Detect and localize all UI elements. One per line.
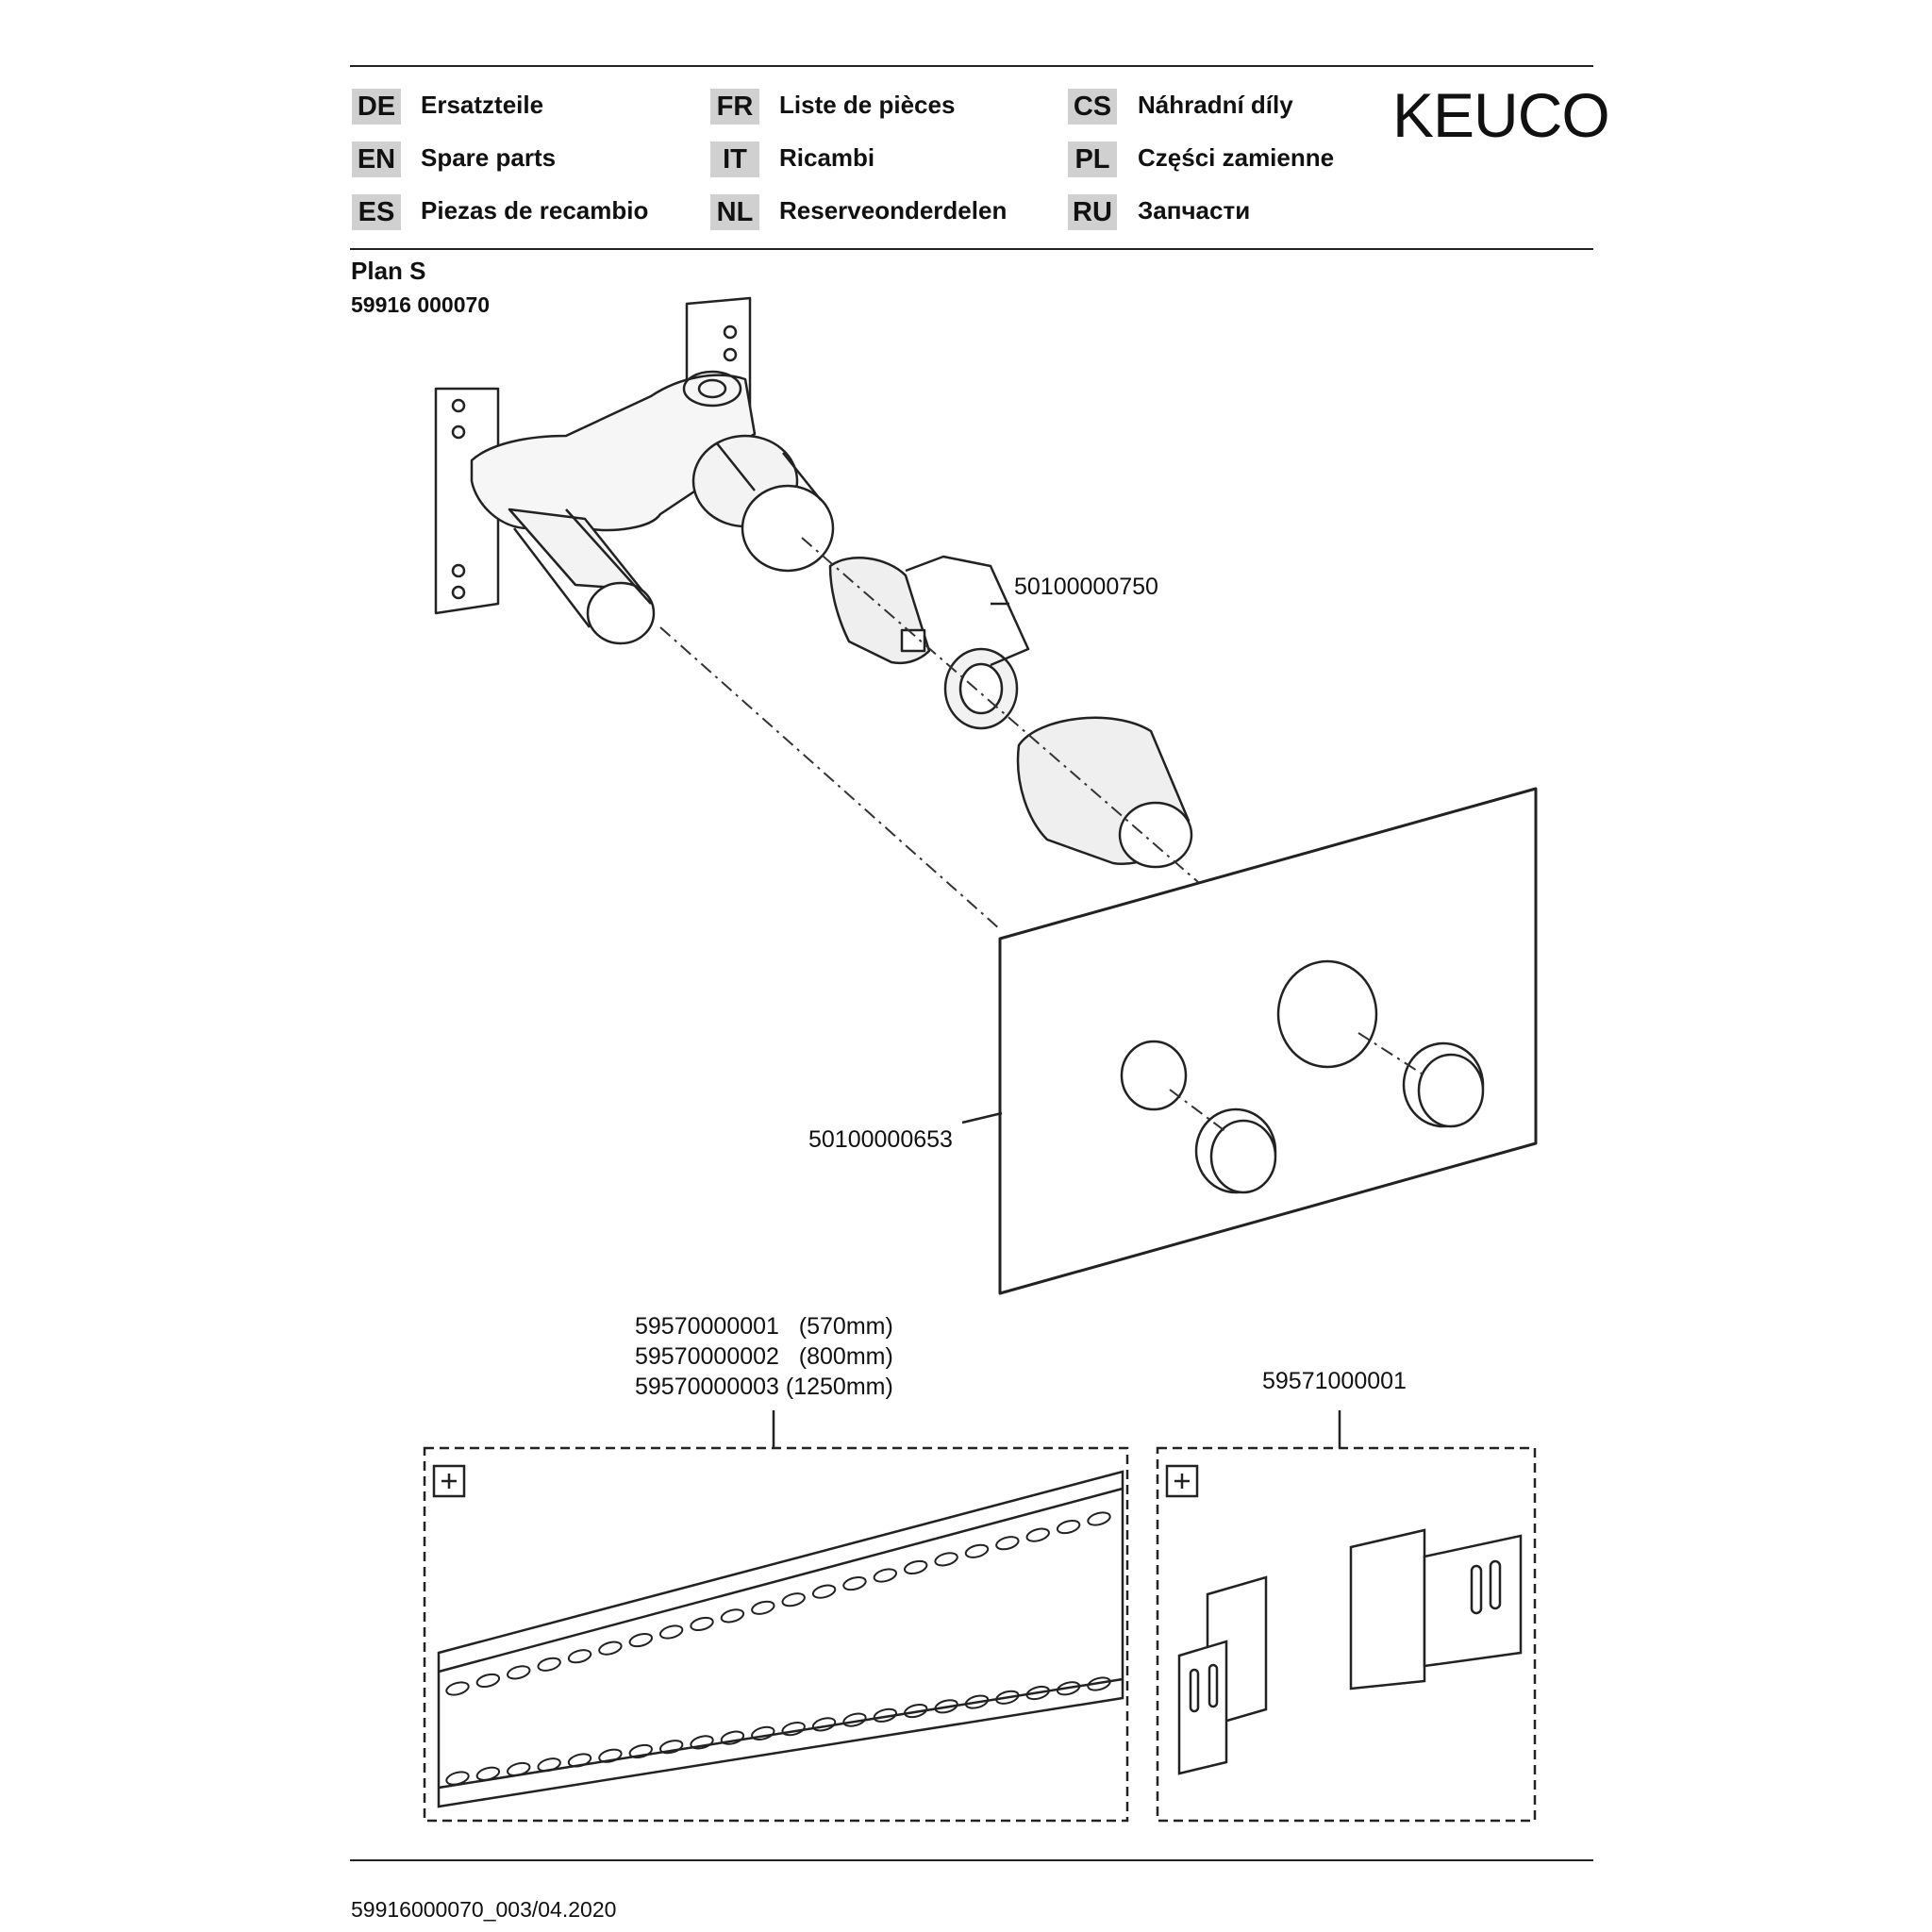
rail-slot	[628, 1632, 653, 1648]
document-reference: 59916000070_003/04.2020	[351, 1897, 617, 1922]
rail-slot	[873, 1568, 898, 1583]
rail-part-line-2: 59570000002 (800mm)	[635, 1343, 893, 1370]
rail-slot	[537, 1757, 561, 1773]
lang-code-pl: PL	[1068, 142, 1117, 177]
lang-code-ru: RU	[1068, 194, 1117, 230]
lang-label-en: Spare parts	[421, 143, 557, 172]
rail-slot	[658, 1624, 684, 1640]
lang-code-fr: FR	[710, 89, 759, 125]
rail-slot	[445, 1771, 470, 1786]
part-number-cartridge-set: 50100000750	[1014, 574, 1158, 600]
rail-slot	[720, 1730, 745, 1745]
part-number-bracket: 59571000001	[1262, 1368, 1407, 1394]
rail-slot	[811, 1584, 837, 1599]
rail-slot	[904, 1559, 928, 1575]
lang-label-pl: Części zamienne	[1138, 143, 1335, 172]
product-name: Plan S	[351, 257, 426, 285]
rail-slot	[598, 1641, 623, 1656]
rail-slot	[1087, 1676, 1111, 1691]
rail-slot	[934, 1552, 958, 1567]
rail-slot	[781, 1722, 806, 1737]
header-bottom-rule	[350, 248, 1593, 250]
rail-slot	[690, 1616, 714, 1632]
plus-icon	[1165, 1464, 1199, 1498]
rail-slot	[1025, 1685, 1050, 1701]
rail-slot	[475, 1673, 501, 1689]
mounting-rail-box	[423, 1446, 1129, 1823]
rail-slot	[1087, 1511, 1111, 1526]
rail-slot	[842, 1712, 867, 1727]
rail-slot	[934, 1699, 958, 1714]
rail-slot	[658, 1740, 684, 1755]
rail-slot	[1025, 1527, 1050, 1542]
rail-slot	[811, 1717, 837, 1732]
rail-slot	[507, 1761, 531, 1777]
rail-slot	[781, 1592, 806, 1607]
lang-code-cs: CS	[1068, 89, 1117, 125]
keuco-logo: KEUCO	[1392, 80, 1610, 150]
cover-plate-hole-large	[1276, 959, 1378, 1069]
rail-slot	[1056, 1519, 1081, 1535]
footer-rule	[350, 1859, 1593, 1861]
rail-slot	[1056, 1681, 1081, 1696]
lang-code-es: ES	[352, 194, 401, 230]
rail-slot	[567, 1753, 592, 1768]
rail-part-line-3: 59570000003 (1250mm)	[635, 1374, 893, 1400]
rail-slot	[567, 1649, 592, 1664]
plus-icon	[432, 1464, 466, 1498]
rail-slot	[904, 1703, 928, 1719]
rail-slot	[995, 1536, 1020, 1551]
lang-label-es: Piezas de recambio	[421, 196, 649, 225]
leader-50100000750	[905, 555, 1030, 667]
rail-slot	[873, 1707, 898, 1723]
lang-label-it: Ricambi	[779, 143, 875, 172]
lang-label-nl: Reserveonderdelen	[779, 196, 1008, 225]
rail-slot	[964, 1694, 990, 1709]
rail-part-line-1: 59570000001 (570mm)	[635, 1313, 893, 1340]
lang-code-it: IT	[710, 142, 759, 177]
rail-slot	[995, 1690, 1020, 1705]
rail-slot	[964, 1543, 990, 1558]
mounting-rail	[437, 1470, 1124, 1808]
lang-label-cs: Náhradní díly	[1138, 91, 1293, 119]
lang-code-en: EN	[352, 142, 401, 177]
lang-code-de: DE	[352, 89, 401, 125]
rail-slot	[475, 1766, 501, 1781]
top-rule	[350, 65, 1593, 67]
rail-slot	[598, 1748, 623, 1763]
mounting-plate-left	[434, 387, 500, 615]
lang-label-ru: Запчасти	[1138, 196, 1251, 225]
rail-slot	[751, 1600, 775, 1615]
lang-code-nl: NL	[710, 194, 759, 230]
rail-slot	[507, 1665, 531, 1680]
rail-slot	[720, 1608, 745, 1624]
rail-slot	[537, 1657, 561, 1672]
bracket-box	[1156, 1446, 1537, 1823]
rail-slot	[628, 1743, 653, 1759]
lang-label-de: Ersatzteile	[421, 91, 544, 119]
rail-slot	[445, 1681, 470, 1696]
cover-plate-hole-small	[1120, 1040, 1188, 1111]
rail-slot	[751, 1725, 775, 1740]
cover-plate	[998, 787, 1538, 1295]
rail-slot	[690, 1735, 714, 1750]
part-number-cover-plate: 50100000653	[808, 1126, 953, 1153]
rail-slot	[842, 1575, 867, 1591]
product-code: 59916 000070	[351, 292, 491, 317]
leader-50100000653	[961, 1111, 1003, 1124]
lang-label-fr: Liste de pièces	[779, 91, 956, 119]
bracket-right	[1349, 1528, 1426, 1690]
